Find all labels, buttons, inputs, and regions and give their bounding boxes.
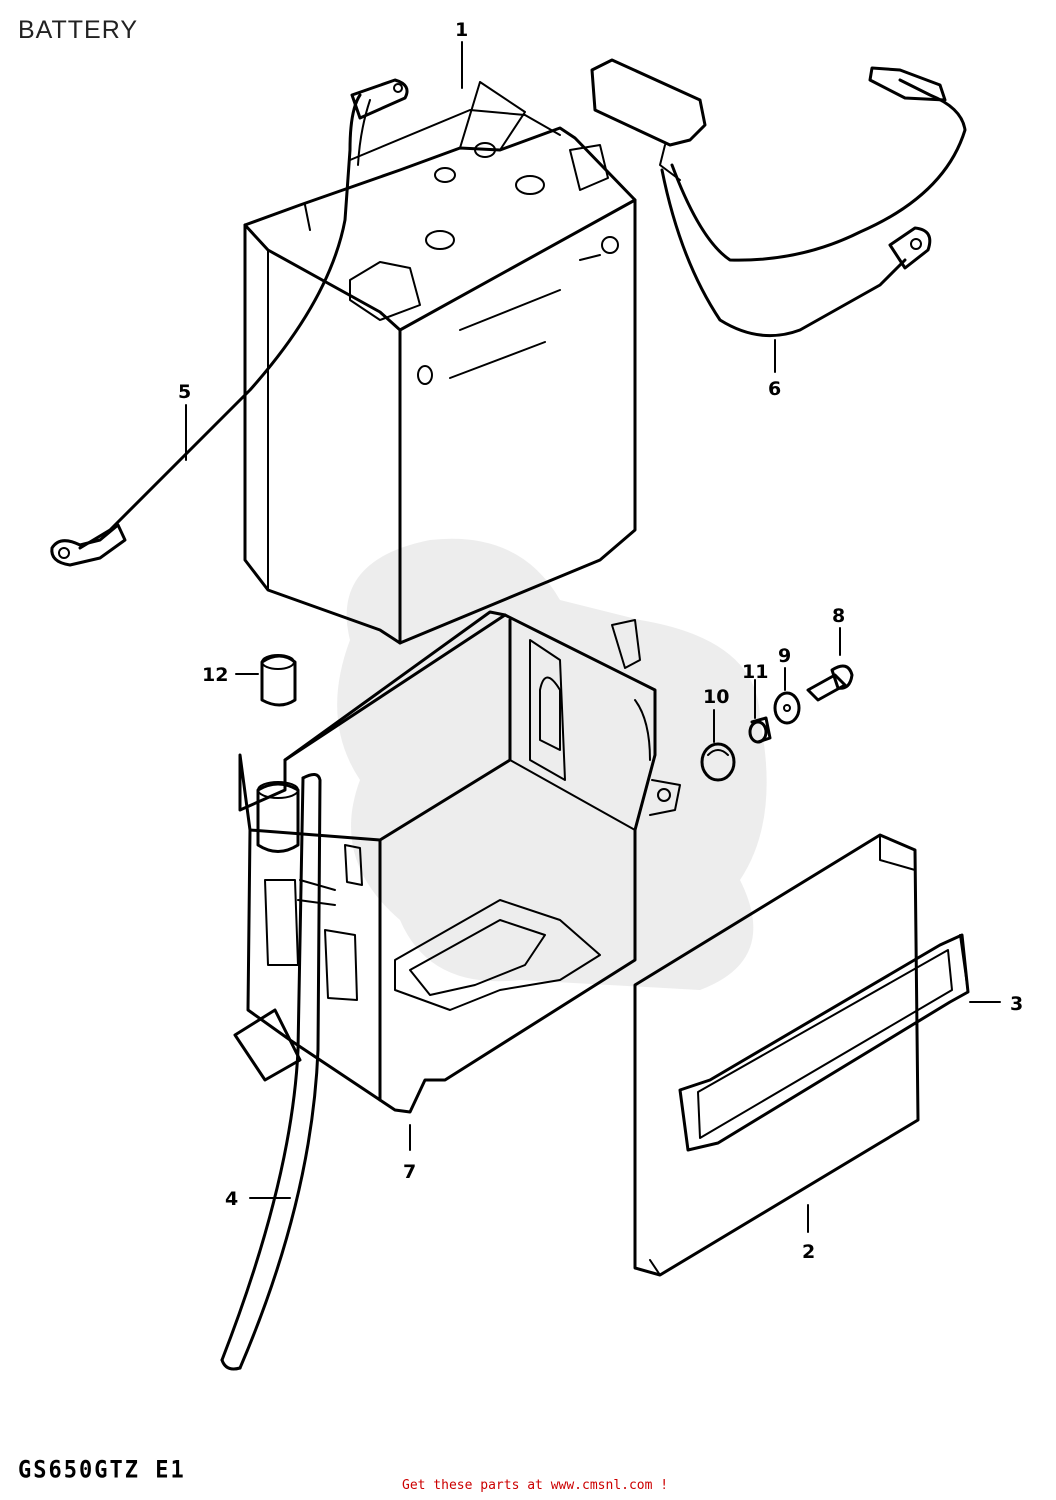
callout-leaders bbox=[185, 41, 1001, 1233]
watermark-logo bbox=[337, 538, 767, 990]
breather-pipe bbox=[220, 773, 336, 1371]
callout-9: 9 bbox=[778, 645, 791, 667]
callout-2: 2 bbox=[802, 1241, 815, 1263]
model-code-label: GS650GTZ E1 bbox=[18, 1456, 186, 1485]
callout-5: 5 bbox=[178, 381, 191, 403]
battery-positive-cable bbox=[50, 78, 409, 567]
callout-7: 7 bbox=[403, 1161, 416, 1183]
hardware-bolt bbox=[806, 664, 854, 702]
battery-negative-cable bbox=[590, 58, 967, 338]
hardware-washer bbox=[773, 691, 801, 725]
callout-11: 11 bbox=[742, 661, 768, 683]
callout-1: 1 bbox=[455, 19, 468, 41]
callout-12: 12 bbox=[202, 664, 228, 686]
hardware-collar bbox=[748, 716, 772, 744]
callout-10: 10 bbox=[703, 686, 729, 708]
battery-cover bbox=[633, 833, 920, 1277]
cmsnl-parts-link[interactable]: Get these parts at www.cmsnl.com ! bbox=[402, 1478, 669, 1493]
callout-3: 3 bbox=[1010, 993, 1023, 1015]
callout-6: 6 bbox=[768, 378, 781, 400]
page-title: BATTERY bbox=[18, 16, 138, 44]
battery-case bbox=[233, 610, 681, 1114]
battery-rubber-cap bbox=[256, 654, 300, 853]
hardware-cushion bbox=[700, 742, 736, 782]
battery bbox=[243, 81, 637, 645]
callout-8: 8 bbox=[832, 605, 845, 627]
callout-4: 4 bbox=[225, 1188, 238, 1210]
battery-strap bbox=[678, 933, 970, 1152]
